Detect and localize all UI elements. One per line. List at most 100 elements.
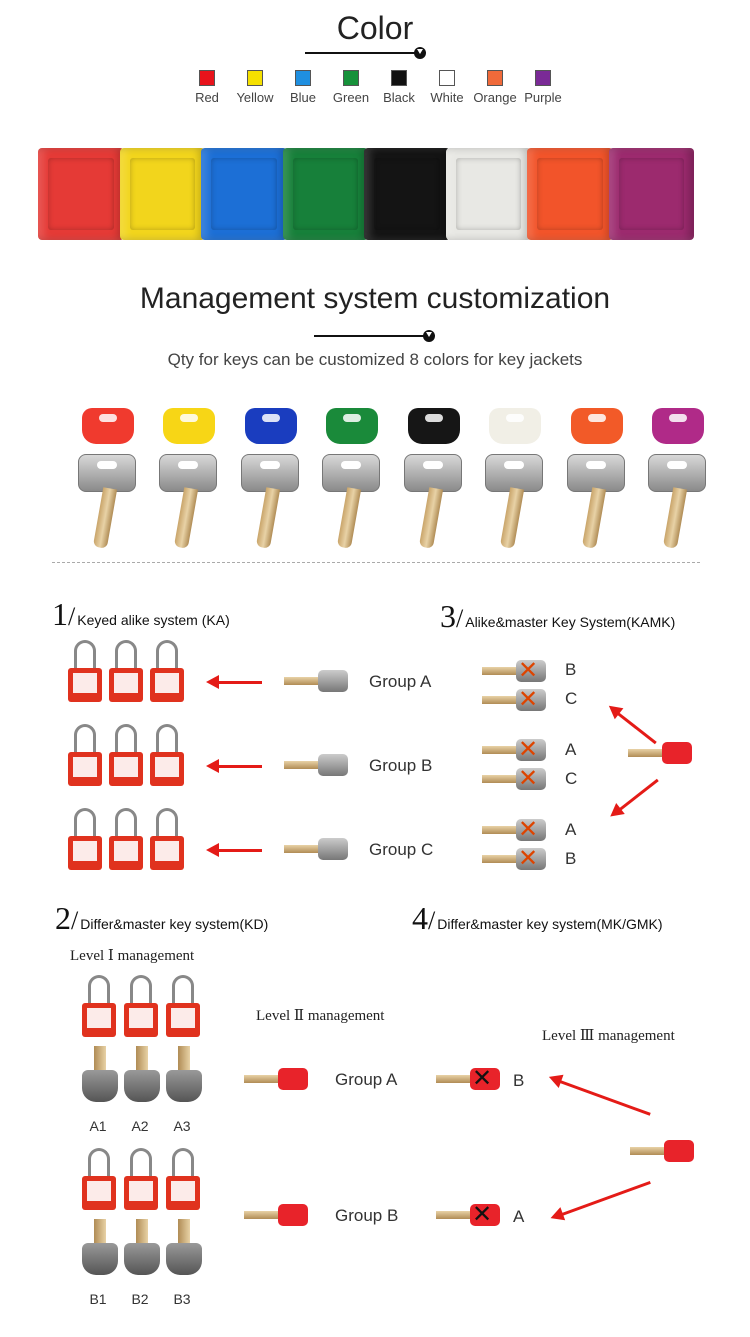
key-icon	[82, 1046, 118, 1102]
padlock-icon	[166, 1148, 200, 1210]
title-underline	[314, 335, 427, 337]
swatch-box	[295, 70, 311, 86]
key-with-cap	[477, 408, 547, 549]
swatch-box	[391, 70, 407, 86]
arrow-up-left-icon	[617, 712, 657, 745]
key-cap	[244, 408, 297, 444]
ka-heading: 1/Keyed alike system (KA)	[52, 596, 230, 632]
padlock-icon	[150, 640, 184, 702]
crossed-key-icon: ✕	[482, 657, 548, 684]
lock-jacket	[364, 148, 450, 240]
arrow-down-left-icon	[561, 1180, 651, 1216]
mk-heading: 4/Differ&master key system(MK/GMK)	[412, 900, 663, 936]
swatch-green: Green	[327, 70, 375, 105]
swatch-box	[199, 70, 215, 86]
level3-label: Level Ⅲ management	[542, 1028, 675, 1044]
padlock-icon	[68, 724, 102, 786]
key-icon	[124, 1046, 160, 1102]
swatch-yellow: Yellow	[231, 70, 279, 105]
arrow-down-left-icon	[619, 778, 659, 811]
padlock-icon	[82, 975, 116, 1037]
lock-jacket-photos	[38, 148, 694, 240]
color-swatches: Red Yellow Blue Green Black White Orange…	[0, 70, 750, 105]
key-cap	[163, 408, 216, 444]
key-cap	[651, 408, 704, 444]
lock-jacket	[201, 148, 287, 240]
padlock-icon	[166, 975, 200, 1037]
group-label: Group B	[369, 756, 433, 775]
section-divider	[52, 562, 700, 563]
key-with-cap	[70, 408, 140, 549]
key-letter: A	[513, 1207, 525, 1226]
key-icon	[166, 1219, 202, 1275]
key-cap	[570, 408, 623, 444]
key-code: B3	[173, 1291, 191, 1307]
group-label: Group B	[335, 1206, 399, 1225]
key-code: A1	[89, 1118, 107, 1134]
swatch-blue: Blue	[279, 70, 327, 105]
chevron-down-icon	[423, 330, 435, 342]
swatch-red: Red	[183, 70, 231, 105]
padlock-icon	[124, 1148, 158, 1210]
key-code: B1	[89, 1291, 107, 1307]
chevron-down-icon	[414, 47, 426, 59]
crossed-key-icon: ✕	[482, 765, 548, 792]
master-key-icon	[628, 742, 694, 764]
group-label: Group C	[369, 840, 434, 859]
grand-master-key-icon	[630, 1140, 696, 1162]
key-with-cap	[151, 408, 221, 549]
key-letter: A	[565, 740, 577, 759]
lock-jacket	[119, 148, 205, 240]
key-letter: C	[565, 689, 578, 708]
kd-heading: 2/Differ&master key system(KD)	[55, 900, 269, 936]
key-letter: C	[565, 769, 578, 788]
key-with-cap	[640, 408, 710, 549]
key-letter: A	[565, 820, 577, 839]
management-title: Management system customization	[139, 282, 611, 315]
padlock-icon	[109, 640, 143, 702]
group-label: Group A	[369, 672, 432, 691]
key-icon	[284, 754, 350, 776]
management-subtitle: Qty for keys can be customized 8 colors …	[167, 350, 583, 369]
master-key-icon	[244, 1068, 310, 1090]
kamk-heading: 3/Alike&master Key System(KAMK)	[440, 598, 676, 634]
lock-jacket	[282, 148, 368, 240]
group-label: Group A	[335, 1070, 398, 1089]
key-cap	[489, 408, 542, 444]
key-cap	[326, 408, 379, 444]
lock-jacket	[445, 148, 531, 240]
arrow-up-left-icon	[559, 1080, 651, 1116]
swatch-white: White	[423, 70, 471, 105]
swatch-box	[487, 70, 503, 86]
lock-jacket	[608, 148, 694, 240]
swatch-black: Black	[375, 70, 423, 105]
key-code: A2	[131, 1118, 149, 1134]
swatch-box	[343, 70, 359, 86]
key-icon	[284, 838, 350, 860]
key-icon	[166, 1046, 202, 1102]
color-title: Color	[336, 10, 414, 46]
key-code: A3	[173, 1118, 191, 1134]
master-key-icon	[244, 1204, 310, 1226]
arrow-left-icon	[206, 843, 262, 857]
swatch-box	[247, 70, 263, 86]
level1-label: Level Ⅰ management	[70, 948, 195, 964]
swatch-orange: Orange	[471, 70, 519, 105]
arrow-left-icon	[206, 675, 262, 689]
swatch-box	[439, 70, 455, 86]
key-with-cap	[314, 408, 384, 549]
padlock-icon	[82, 1148, 116, 1210]
key-jacket-photos	[70, 408, 710, 549]
padlock-icon	[68, 808, 102, 870]
crossed-key-icon: ✕	[436, 1201, 502, 1228]
padlock-icon	[109, 808, 143, 870]
crossed-key-icon: ✕	[482, 845, 548, 872]
key-cap	[82, 408, 134, 444]
crossed-key-icon: ✕	[482, 816, 548, 843]
lock-jacket	[38, 148, 124, 240]
key-letter: B	[565, 660, 577, 679]
padlock-icon	[150, 808, 184, 870]
padlock-icon	[124, 975, 158, 1037]
swatch-purple: Purple	[519, 70, 567, 105]
key-with-cap	[233, 408, 303, 549]
